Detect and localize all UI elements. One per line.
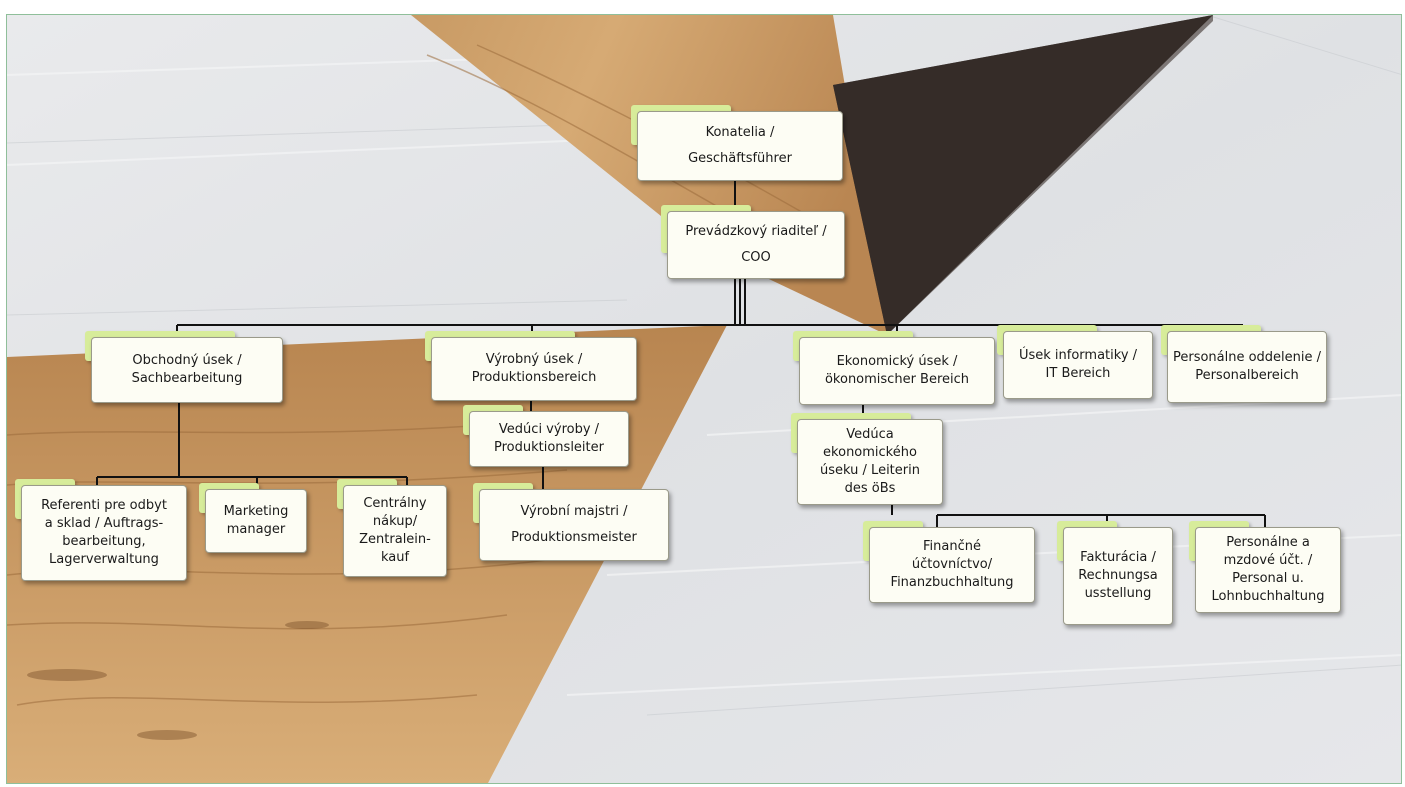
node-economic: Ekonomický úsek / ökonomischer Bereich bbox=[793, 331, 995, 405]
node-sales: Obchodný úsek / Sachbearbeitung bbox=[85, 331, 283, 403]
node-payroll: Personálne a mzdové účt. / Personal u. L… bbox=[1189, 521, 1341, 613]
node-economic-label: Ekonomický úsek / ökonomischer Bereich bbox=[824, 354, 970, 387]
node-coo: Prevádzkový riaditeľ / COO bbox=[661, 205, 845, 279]
node-ceo: Konatelia / Geschäftsführer bbox=[631, 105, 843, 181]
node-ceo-label: Konatelia / Geschäftsführer bbox=[688, 125, 792, 166]
node-payroll-label: Personálne a mzdové účt. / Personal u. L… bbox=[1211, 535, 1325, 604]
node-finance: Finančné účtovníctvo/ Finanzbuchhaltung bbox=[863, 521, 1035, 603]
node-finance-label: Finančné účtovníctvo/ Finanzbuchhaltung bbox=[890, 539, 1014, 590]
node-production-masters-label: Výrobní majstri / Produktionsmeister bbox=[511, 504, 637, 545]
node-it-label: Úsek informatiky / IT Bereich bbox=[1018, 348, 1138, 381]
node-marketing: Marketing manager bbox=[199, 483, 307, 553]
node-purchasing-label: Centrálny nákup/ Zentralein- kauf bbox=[359, 496, 431, 565]
node-it: Úsek informatiky / IT Bereich bbox=[997, 325, 1153, 399]
node-economic-head: Vedúca ekonomického úseku / Leiterin des… bbox=[791, 413, 943, 505]
node-invoicing: Fakturácia / Rechnungsa usstellung bbox=[1057, 521, 1173, 625]
node-hr-label: Personálne oddelenie / Personalbereich bbox=[1172, 350, 1322, 383]
node-coo-label: Prevádzkový riaditeľ / COO bbox=[685, 224, 827, 265]
node-marketing-label: Marketing manager bbox=[223, 504, 289, 537]
node-production-label: Výrobný úsek / Produktionsbereich bbox=[471, 352, 597, 385]
node-sales-referents-label: Referenti pre odbyt a sklad / Auftrags- … bbox=[41, 498, 167, 567]
node-production-head: Vedúci výroby / Produktionsleiter bbox=[463, 405, 629, 467]
node-production: Výrobný úsek / Produktionsbereich bbox=[425, 331, 637, 401]
node-hr: Personálne oddelenie / Personalbereich bbox=[1161, 325, 1327, 403]
node-purchasing: Centrálny nákup/ Zentralein- kauf bbox=[337, 479, 447, 577]
node-sales-label: Obchodný úsek / Sachbearbeitung bbox=[131, 353, 243, 386]
node-production-masters: Výrobní majstri / Produktionsmeister bbox=[473, 483, 669, 561]
org-chart-frame: Konatelia / Geschäftsführer Prevádzkový … bbox=[6, 14, 1402, 784]
node-invoicing-label: Fakturácia / Rechnungsa usstellung bbox=[1078, 550, 1158, 601]
node-economic-head-label: Vedúca ekonomického úseku / Leiterin des… bbox=[820, 427, 920, 496]
node-production-head-label: Vedúci výroby / Produktionsleiter bbox=[494, 422, 604, 455]
node-sales-referents: Referenti pre odbyt a sklad / Auftrags- … bbox=[15, 479, 187, 581]
